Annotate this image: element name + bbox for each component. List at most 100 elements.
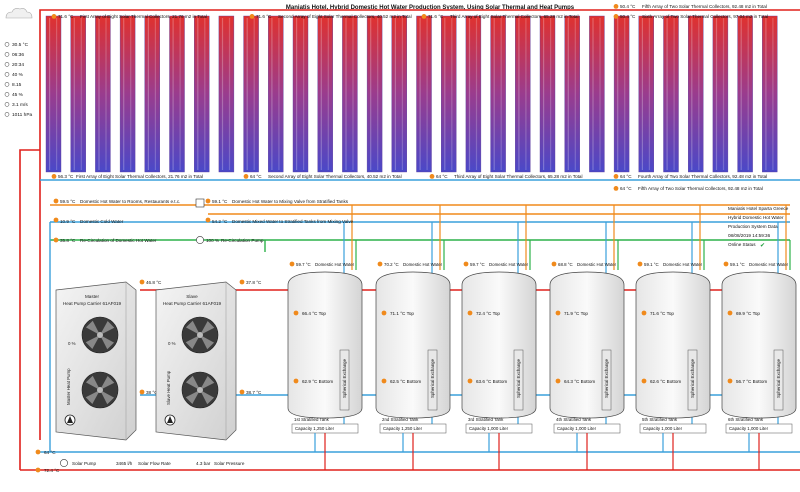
collector-array-name: Fourth Array of Two Solar Thermal Collec… bbox=[638, 174, 767, 179]
cloud-icon bbox=[5, 8, 33, 19]
solar-collector bbox=[564, 15, 580, 173]
page-title: Maniatis Hotel, Hybrid Domestic Hot Wate… bbox=[286, 5, 575, 11]
pressure-icon bbox=[4, 112, 10, 117]
solar-pump-icon[interactable] bbox=[60, 459, 68, 467]
tank-hot-temp: 68.8 °C bbox=[558, 262, 573, 267]
sensor-dot bbox=[551, 261, 557, 267]
mixing-valve-icon[interactable] bbox=[195, 198, 205, 208]
tank-hot-label: Domestic Hot Water bbox=[315, 262, 355, 267]
sensor-dot bbox=[641, 310, 647, 316]
recirc-temp: 35.8 °C bbox=[60, 238, 76, 243]
sensor-dot bbox=[723, 261, 729, 267]
solar-collector bbox=[663, 15, 679, 173]
sunset-icon bbox=[4, 62, 10, 67]
heat-pump-percent: 0 % bbox=[68, 341, 76, 346]
solar-collector bbox=[119, 15, 136, 173]
tank-bottom-temp: 64.3 °C Bottom bbox=[564, 379, 595, 384]
collector-top-temp: 50.4 °C bbox=[620, 14, 636, 19]
sensor-dot bbox=[53, 237, 59, 243]
tank-capacity: Capacity 1,000 Liter bbox=[557, 426, 597, 431]
solar-pressure-label: Solar Pressure bbox=[214, 461, 245, 466]
solar-collector bbox=[342, 15, 358, 173]
cold-water-temp: 10.9 °C bbox=[60, 219, 76, 224]
collector-top-temp: 71.6 °C bbox=[428, 14, 444, 19]
sensor-dot bbox=[205, 198, 211, 204]
weather-value: 30.5 °C bbox=[12, 42, 29, 48]
collector-array-name: First Array of Eight Solar Thermal Colle… bbox=[80, 14, 207, 19]
sensor-dot bbox=[239, 389, 245, 395]
sensor-dot bbox=[641, 378, 647, 384]
weather-value: 40 % bbox=[12, 72, 24, 78]
solar-hot-frame bbox=[39, 9, 800, 195]
tank-capacity: Capacity 1,000 Liter bbox=[469, 426, 509, 431]
weather-row: 45 % bbox=[4, 92, 24, 98]
sensor-dot bbox=[727, 310, 733, 316]
mixing-valve-label: Domestic Hot Water to Mixing Valve from … bbox=[232, 199, 349, 204]
collector-bottom-temp: 64 °C bbox=[620, 174, 632, 179]
online-check-icon: ✔ bbox=[760, 243, 765, 249]
tank-hot-temp: 59.7 °C bbox=[470, 262, 485, 267]
tank-hot-temp: 59.7 °C bbox=[296, 262, 311, 267]
weather-row: 06:36 bbox=[4, 52, 24, 58]
heat-pump-role: Slave bbox=[186, 294, 198, 299]
uv-icon bbox=[4, 82, 10, 87]
tank-hot-label: Domestic Hot Water bbox=[403, 262, 443, 267]
hot-rooms-temp: 59.5 °C bbox=[60, 199, 76, 204]
sensor-dot bbox=[139, 389, 145, 395]
tank-hot-label: Domestic Hot Water bbox=[749, 262, 789, 267]
weather-row: 20:34 bbox=[4, 62, 24, 68]
sensor-dot bbox=[467, 378, 473, 384]
hot-rooms-label: Domestic Hot Water to Rooms, Restaurants… bbox=[80, 199, 180, 204]
solar-bottom-labels: 64 °C 72.4 °C Solar Pump 3465 l/h Solar … bbox=[35, 449, 245, 473]
solar-collector bbox=[391, 15, 407, 173]
heat-pump-name: Heat Pump Carrier 61AF019 bbox=[163, 301, 222, 306]
solar-collector bbox=[317, 15, 333, 173]
collector-array-name: Fifth Array of Two Solar Thermal Collect… bbox=[642, 4, 767, 9]
sensor-dot bbox=[53, 198, 59, 204]
weather-value: 20:34 bbox=[12, 62, 24, 68]
tank-name: 5th Stratified Tank bbox=[642, 417, 678, 422]
collector-array-name: First Array of Eight Solar Thermal Colle… bbox=[76, 174, 203, 179]
solar-collector bbox=[169, 15, 185, 173]
tank-exchange-label: Spherical Exchange bbox=[430, 358, 435, 398]
sensor-dot bbox=[727, 378, 733, 384]
weather-value: 8.15 bbox=[12, 82, 22, 88]
solar-collectors bbox=[45, 15, 778, 173]
tank-exchange-label: Spherical Exchange bbox=[604, 358, 609, 398]
tank-name: 4th Stratified Tank bbox=[556, 417, 592, 422]
thermometer-icon bbox=[4, 42, 10, 47]
solar-collector bbox=[292, 15, 309, 173]
sensor-dot bbox=[35, 449, 41, 455]
collector-bottom-temp: 56.3 °C bbox=[58, 174, 74, 179]
tank-bottom-temp: 62.5 °C Bottom bbox=[390, 379, 421, 384]
solar-collector bbox=[712, 15, 729, 173]
solar-flow-label: Solar Flow Rate bbox=[138, 461, 171, 466]
solar-collector bbox=[688, 15, 704, 173]
tank-capacity: Capacity 1,000 Liter bbox=[729, 426, 769, 431]
heat-pump-out-temp: 46.8 °C bbox=[146, 280, 162, 285]
solar-collector bbox=[366, 15, 383, 173]
solar-collector bbox=[218, 15, 235, 173]
sensor-dot bbox=[51, 14, 57, 19]
tank-top-temp: 72.4 °C Top bbox=[476, 311, 500, 316]
mixed-water-label: Domestic Mixed Water to Stratified Tanks… bbox=[232, 219, 354, 224]
solar-collector bbox=[589, 15, 605, 173]
solar-supply-left bbox=[19, 149, 40, 470]
stratified-tanks: Spherical Exchange 59.7 °C Domestic Hot Wa… bbox=[287, 205, 797, 470]
recirc-pump-icon[interactable] bbox=[196, 236, 204, 244]
sunrise-icon bbox=[4, 52, 10, 57]
sensor-dot bbox=[239, 279, 245, 285]
status-line-1: Maniatis Hotel Sparta Greece bbox=[728, 206, 789, 211]
tank-name: 6th Stratified Tank bbox=[728, 417, 764, 422]
collector-array-name: Second Array of Eight Solar Thermal Coll… bbox=[268, 174, 402, 179]
